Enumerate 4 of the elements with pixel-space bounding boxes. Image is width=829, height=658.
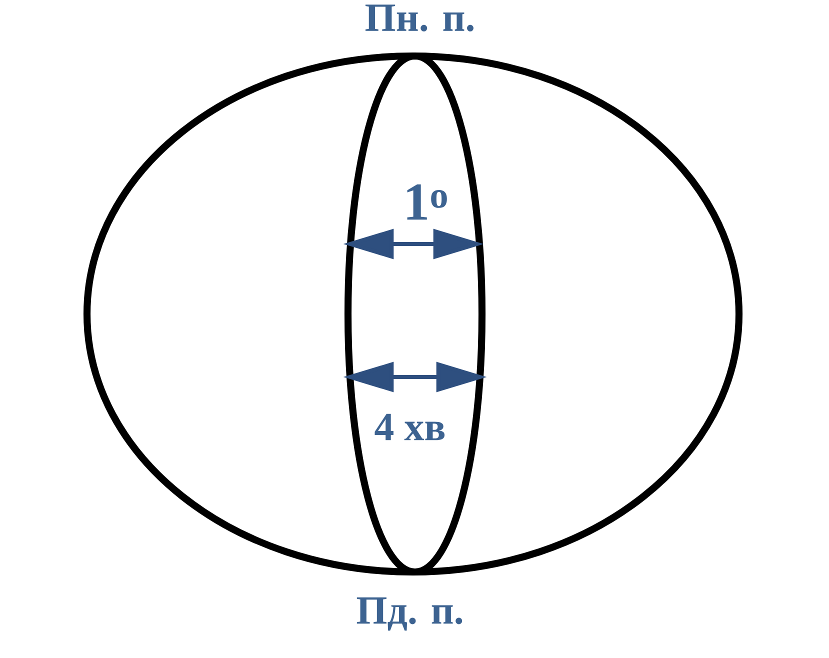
text-label: 4 хв: [374, 414, 445, 440]
text-label: Пд. п.: [356, 597, 462, 631]
text-label: 1$^{o}$: [407, 184, 447, 220]
text-label: Пн. п.: [366, 4, 474, 32]
